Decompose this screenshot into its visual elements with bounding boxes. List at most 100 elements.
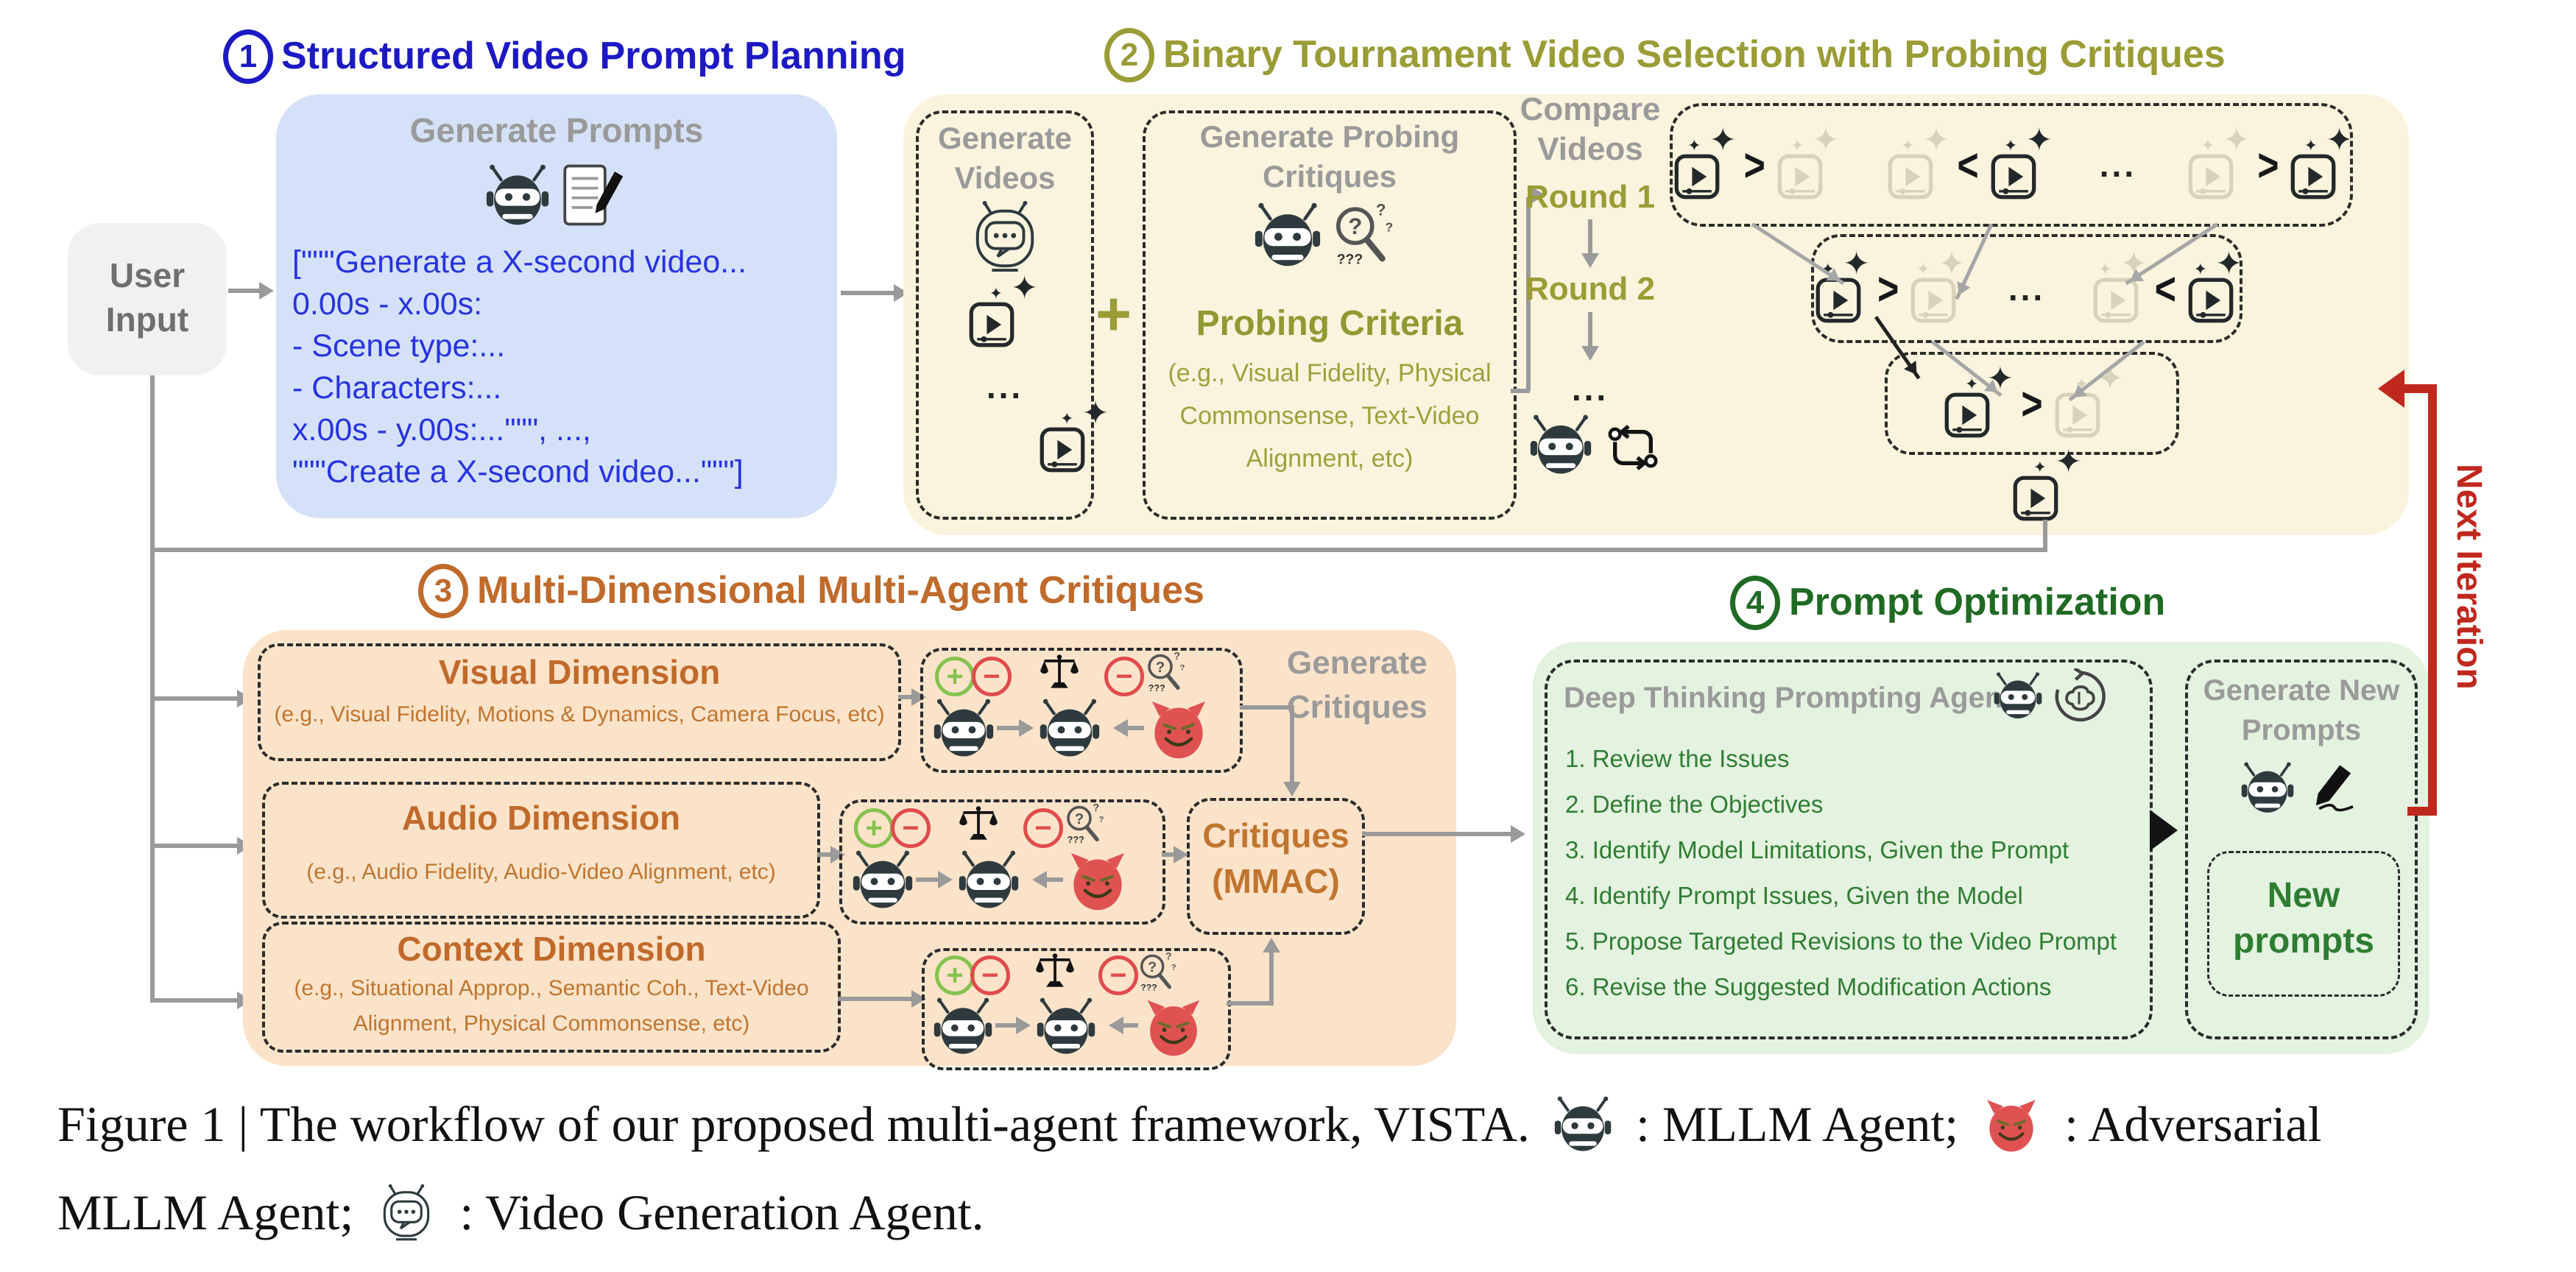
chain-arrowhead [1019, 719, 1042, 737]
deep-thinking-agent-header: Deep Thinking Prompting Agent [1564, 682, 2013, 714]
user-to-step1-arrowhead [259, 282, 283, 300]
prompt-line: - Scene type:... [292, 328, 506, 364]
round-arrow [1588, 219, 1592, 255]
step4-number-badge: 4 [1730, 576, 1780, 630]
mllm-agent-icon [2241, 761, 2294, 814]
probing-elbow-connector [1526, 197, 1531, 391]
user-input-label-line2: Input [105, 300, 189, 339]
video-icon: ✦✦ [1038, 398, 1109, 474]
probing-elbow-connector [1511, 389, 1530, 393]
video-icon-winner: ✦✦ [1673, 124, 1737, 201]
scales-icon [1035, 951, 1075, 991]
generate-critiques-label-line2: Critiques [1287, 689, 1428, 725]
pen-icon [2303, 760, 2357, 814]
critiques-label-line2: (MMAC) [1212, 862, 1340, 900]
probing-criteria-line: (e.g., Visual Fidelity, Physical [1168, 359, 1492, 387]
video-icon: ✦✦ [967, 272, 1038, 349]
mllm-agent-icon [486, 163, 549, 227]
trunk-vertical-connector [150, 548, 155, 1003]
generate-new-prompts-label-line1: Generate New [2203, 674, 2400, 707]
video-icon-loser: ✦✦ [2092, 248, 2148, 325]
video-generation-agent-icon [969, 200, 1041, 272]
probe-magnifier-icon [1328, 202, 1396, 269]
tournament-round1-box: ✦✦ > ✦✦ ✦✦ < ✦✦ ... ✦✦ > ✦✦ [1670, 103, 2353, 227]
context-dimension-box: Context Dimension (e.g., Situational App… [262, 922, 841, 1053]
negative-icon: − [891, 808, 931, 848]
caption-text: Figure 1 | The workflow of our proposed … [57, 1096, 1530, 1152]
optimization-step: 5. Propose Targeted Revisions to the Vid… [1565, 928, 2117, 955]
video-icon-loser: ✦✦ [1886, 124, 1949, 201]
generate-videos-label-line2: Videos [954, 160, 1056, 195]
video-icon-loser: ✦✦ [1776, 124, 1839, 201]
positive-icon: + [935, 657, 975, 696]
round-arrowhead [1581, 253, 1599, 277]
tournament-round2-box: ✦✦ > ✦✦ ... ✦✦ < ✦✦ [1811, 234, 2242, 343]
visual-critique-agent-chain: + − − [920, 648, 1243, 773]
audio-to-critiques-connector [1162, 852, 1178, 857]
figure-caption-line2: MLLM Agent; : Video Generation Agent. [57, 1184, 984, 1242]
mllm-agent-icon [853, 849, 913, 910]
tournament-final-box: ✦✦ > ✦✦ [1885, 352, 2179, 455]
compare-videos-label-line1: Compare [1520, 91, 1661, 127]
probing-criteria-line: Alignment, etc) [1246, 445, 1414, 473]
audio-to-critiques-arrowhead [1174, 846, 1197, 863]
visual-to-critiques-arrowhead [1283, 782, 1301, 805]
video-icon-winner: ✦✦ [1989, 124, 2053, 201]
prompt-code-block: ["""Generate a X-second video... 0.00s -… [292, 241, 747, 493]
new-prompts-box: New prompts [2207, 851, 2400, 997]
next-iteration-line [2407, 807, 2437, 816]
user-input-label-line1: User [109, 256, 186, 294]
new-prompts-label-line1: New [2267, 876, 2340, 915]
chain-arrow [1113, 1023, 1138, 1028]
context-dimension-title: Context Dimension [397, 930, 706, 968]
winning-video-icon: ✦✦ [2011, 446, 2082, 523]
user-input-drop-connector [150, 375, 155, 549]
context-chain-feed [838, 997, 914, 1001]
mllm-agent-icon [1040, 698, 1100, 758]
optimization-step: 1. Review the Issues [1565, 745, 1790, 772]
generate-prompts-header: Generate Prompts [409, 111, 704, 149]
step3-number-badge: 3 [418, 564, 468, 618]
mllm-agent-icon [934, 698, 994, 758]
step1-to-step2-connector [841, 291, 897, 295]
video-generation-agent-icon [378, 1184, 435, 1241]
probe-magnifier-icon [1135, 951, 1178, 994]
chain-arrow [1037, 877, 1063, 882]
optimization-step: 3. Identify Model Limitations, Given the… [1565, 836, 2069, 863]
audio-dimension-title: Audio Dimension [401, 799, 681, 837]
step4-title: Prompt Optimization [1789, 581, 2166, 623]
mllm-agent-icon [1255, 202, 1321, 268]
next-iteration-arrowhead [2359, 370, 2404, 408]
chain-arrow [997, 726, 1022, 730]
audio-critique-agent-chain: + − − [839, 799, 1165, 925]
generate-videos-box: Generate Videos ✦✦ ... ✦✦ [916, 110, 1109, 520]
prompt-line: x.00s - y.00s:...""", ..., [292, 412, 591, 448]
mllm-agent-icon [959, 849, 1019, 910]
mllm-agent-icon [1554, 1095, 1612, 1153]
negative-icon: − [1104, 657, 1144, 696]
adversarial-agent-icon [1066, 848, 1129, 911]
video-icon-winner: ✦✦ [2187, 248, 2242, 325]
next-iteration-label: Next Iteration [2449, 464, 2488, 690]
step1-panel: Generate Prompts ["""Generate a X-second… [276, 94, 837, 518]
positive-icon: + [935, 955, 975, 995]
mllm-agent-icon [1037, 997, 1095, 1056]
step3-title: Multi-Dimensional Multi-Agent Critiques [477, 569, 1204, 612]
context-to-critiques-elbow [1269, 950, 1274, 1004]
chain-arrow [916, 877, 941, 882]
audio-dimension-examples: (e.g., Audio Fidelity, Audio-Video Align… [306, 860, 776, 884]
videos-ellipsis: ... [986, 367, 1024, 406]
chain-arrowhead [1016, 1017, 1040, 1034]
winner-drop-connector [2043, 520, 2047, 549]
probing-header-line1: Generate Probing [1199, 119, 1460, 154]
scales-icon [1040, 652, 1079, 692]
generate-new-prompts-box: Generate New Prompts New prompts [2185, 660, 2418, 1039]
context-dimension-examples: (e.g., Situational Approp., Semantic Coh… [294, 976, 809, 1000]
comparator: < [1957, 139, 1979, 191]
caption-text: : Video Generation Agent. [459, 1184, 984, 1240]
video-icon-loser: ✦✦ [2187, 124, 2250, 201]
prompt-line: - Characters:... [292, 370, 502, 406]
plus-sign: + [1095, 279, 1132, 348]
visual-dimension-examples: (e.g., Visual Fidelity, Motions & Dynami… [274, 702, 885, 727]
generate-new-prompts-label-line2: Prompts [2241, 714, 2362, 746]
